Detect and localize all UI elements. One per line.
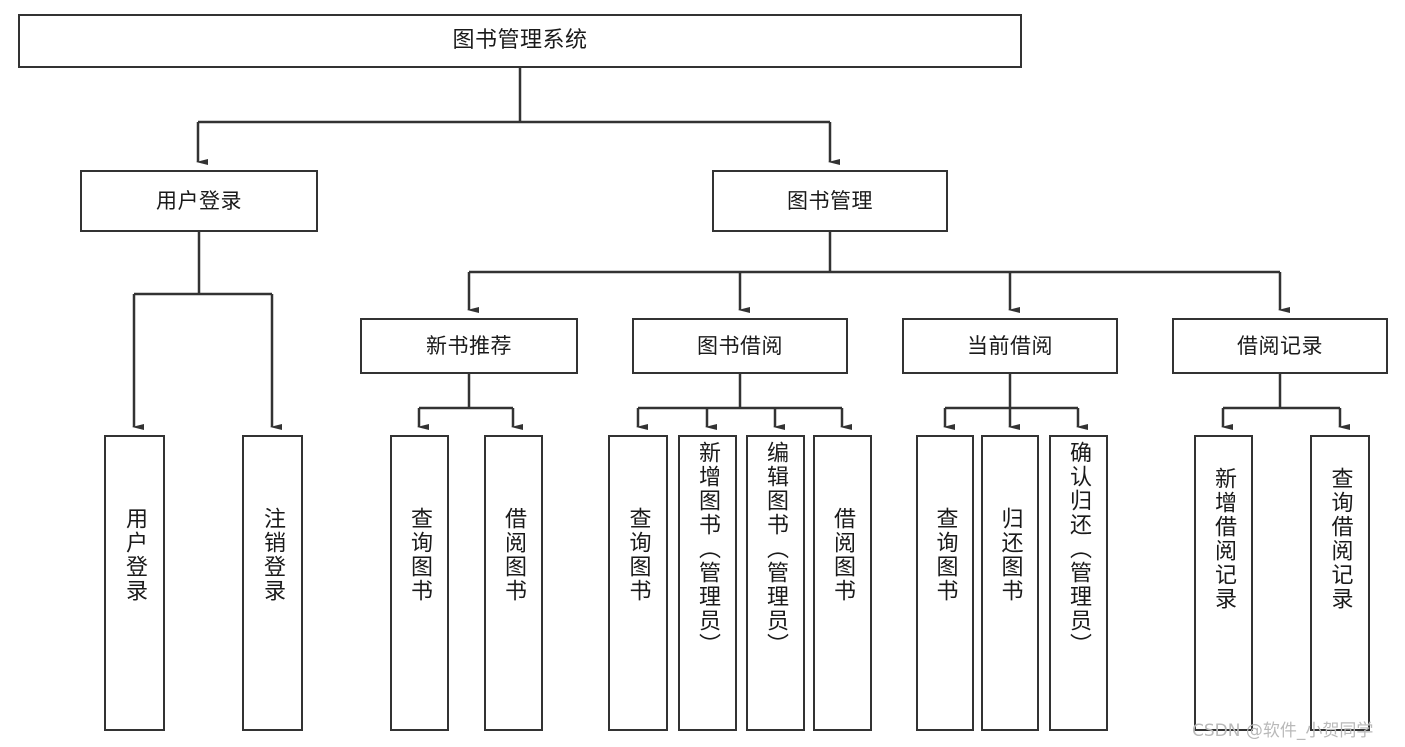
node-leaf-add-book[interactable]: 新增图书（管理员） [678, 435, 737, 731]
node-leaf-return-book-label: 归还图书 [997, 507, 1023, 603]
node-leaf-edit-book[interactable]: 编辑图书（管理员） [746, 435, 805, 731]
node-leaf-borrow-book-1-label: 借阅图书 [501, 507, 527, 603]
node-new-book-recommend-label: 新书推荐 [426, 333, 512, 358]
node-leaf-user-logout-label: 注销登录 [260, 507, 286, 603]
node-leaf-add-record-label: 新增借阅记录 [1211, 467, 1237, 611]
node-leaf-edit-book-label: 编辑图书（管理员） [763, 441, 789, 657]
node-leaf-query-record-label: 查询借阅记录 [1327, 467, 1353, 611]
node-leaf-query-book-3[interactable]: 查询图书 [916, 435, 974, 731]
node-leaf-confirm-return-label: 确认归还（管理员） [1066, 441, 1092, 657]
node-book-borrow-label: 图书借阅 [697, 333, 783, 358]
node-leaf-confirm-return[interactable]: 确认归还（管理员） [1049, 435, 1108, 731]
node-book-manage-label: 图书管理 [787, 188, 873, 213]
node-leaf-query-book-1[interactable]: 查询图书 [390, 435, 449, 731]
node-leaf-user-login[interactable]: 用户登录 [104, 435, 165, 731]
node-user-login[interactable]: 用户登录 [80, 170, 318, 232]
node-leaf-add-record[interactable]: 新增借阅记录 [1194, 435, 1253, 731]
node-leaf-user-logout[interactable]: 注销登录 [242, 435, 303, 731]
node-new-book-recommend[interactable]: 新书推荐 [360, 318, 578, 374]
node-leaf-query-book-2[interactable]: 查询图书 [608, 435, 668, 731]
node-leaf-borrow-book-1[interactable]: 借阅图书 [484, 435, 543, 731]
node-leaf-borrow-book-2[interactable]: 借阅图书 [813, 435, 872, 731]
node-book-manage[interactable]: 图书管理 [712, 170, 948, 232]
node-current-borrow-label: 当前借阅 [967, 333, 1053, 358]
node-leaf-query-book-2-label: 查询图书 [625, 507, 651, 603]
node-current-borrow[interactable]: 当前借阅 [902, 318, 1118, 374]
node-leaf-query-book-3-label: 查询图书 [932, 507, 958, 603]
node-leaf-return-book[interactable]: 归还图书 [981, 435, 1039, 731]
node-borrow-record-label: 借阅记录 [1237, 333, 1323, 358]
node-leaf-add-book-label: 新增图书（管理员） [695, 441, 721, 657]
node-leaf-query-record[interactable]: 查询借阅记录 [1310, 435, 1370, 731]
node-borrow-record[interactable]: 借阅记录 [1172, 318, 1388, 374]
node-user-login-label: 用户登录 [156, 188, 242, 213]
node-leaf-user-login-label: 用户登录 [122, 507, 148, 603]
node-root-label: 图书管理系统 [452, 28, 588, 54]
node-book-borrow[interactable]: 图书借阅 [632, 318, 848, 374]
node-leaf-query-book-1-label: 查询图书 [407, 507, 433, 603]
node-leaf-borrow-book-2-label: 借阅图书 [830, 507, 856, 603]
node-root[interactable]: 图书管理系统 [18, 14, 1022, 68]
